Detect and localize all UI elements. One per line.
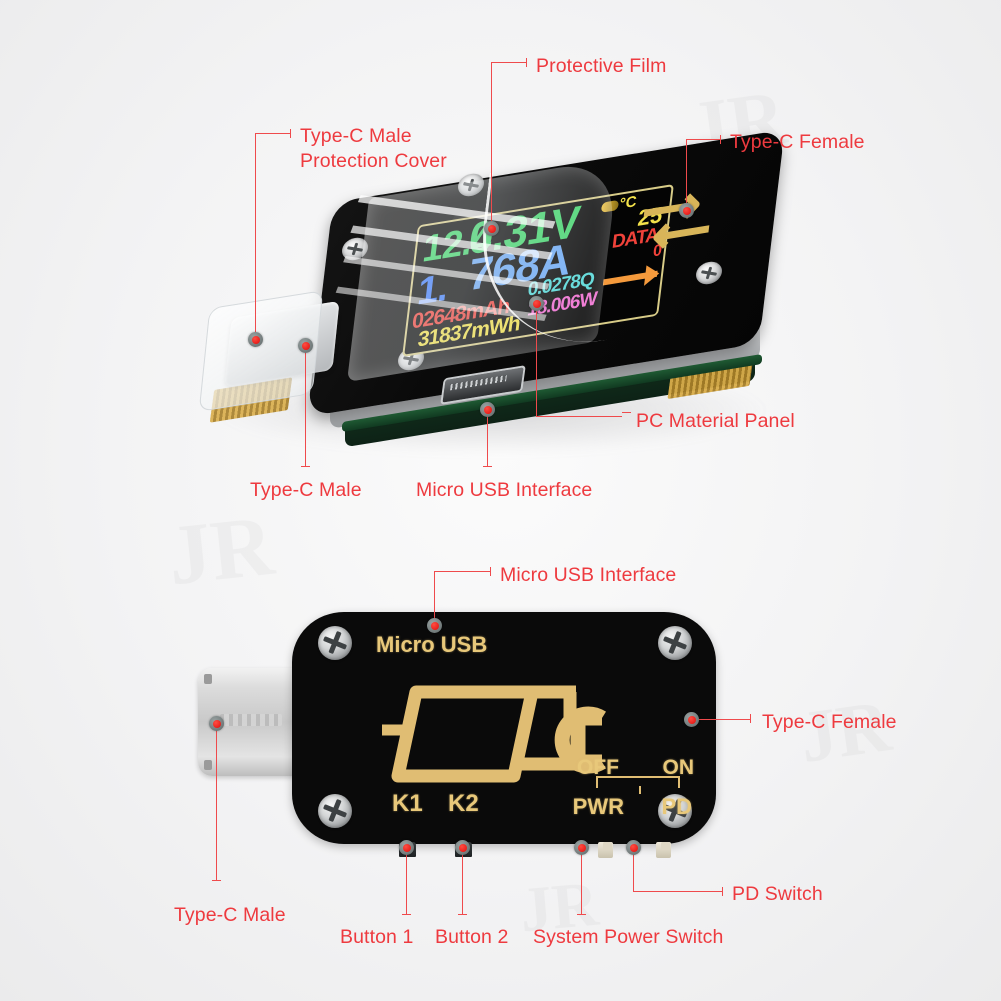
leader-tick <box>750 714 752 723</box>
system-power-switch-cap <box>603 842 612 850</box>
screw <box>318 794 352 828</box>
device-body <box>292 612 716 844</box>
silkscreen-pwr: PWR <box>572 794 624 819</box>
label-protective-film: Protective Film <box>536 55 667 77</box>
leader-tick <box>290 129 292 138</box>
leader-line <box>434 571 490 573</box>
leader-tick <box>526 58 528 67</box>
leader-line <box>255 133 257 338</box>
leader-line <box>686 139 720 141</box>
leader-line <box>491 62 493 227</box>
leader-tick <box>301 466 310 468</box>
silkscreen-off: OFF <box>577 756 619 779</box>
silkscreen-micro-usb: Micro USB <box>376 632 488 657</box>
thermometer-icon <box>600 199 620 213</box>
leader-tick <box>622 412 631 414</box>
screw <box>658 626 692 660</box>
bottom-device-assembly: Micro USB K1 K2 OFF ON <box>292 612 716 858</box>
callout-dot-micro-usb-top[interactable] <box>480 402 495 417</box>
callout-dot-type-c-male-bottom[interactable] <box>209 716 224 731</box>
leader-line <box>536 416 622 418</box>
leader-tick <box>458 914 467 916</box>
label-type-c-female-bottom: Type-C Female <box>762 711 897 733</box>
leader-line <box>255 133 290 135</box>
leader-tick <box>402 914 411 916</box>
leader-line <box>536 302 538 416</box>
leader-line <box>633 891 722 893</box>
callout-dot-system-power-switch[interactable] <box>574 840 589 855</box>
leader-tick <box>577 914 586 916</box>
leader-line <box>434 571 436 625</box>
label-button-2: Button 2 <box>435 926 509 948</box>
usb-plug-graphic-icon <box>364 680 644 788</box>
leader-tick <box>720 135 722 144</box>
label-pd-switch: PD Switch <box>732 883 823 905</box>
silkscreen-on: ON <box>662 756 695 779</box>
silkscreen-k2: K2 <box>448 790 479 817</box>
label-pc-material-panel: PC Material Panel <box>636 410 795 432</box>
leader-line <box>487 408 489 466</box>
callout-dot-type-c-female-top[interactable] <box>679 203 694 218</box>
callout-dot-protective-film[interactable] <box>484 221 499 236</box>
label-type-c-male-bottom: Type-C Male <box>174 904 286 926</box>
leader-line <box>406 852 408 914</box>
switch-bracket-divider <box>638 786 641 794</box>
leader-line <box>581 852 583 914</box>
label-type-c-male-top: Type-C Male <box>250 479 362 501</box>
leader-line <box>216 722 218 880</box>
label-micro-usb-interface-top: Micro USB Interface <box>416 479 593 501</box>
leader-line <box>633 852 635 892</box>
label-micro-usb-interface-bottom: Micro USB Interface <box>500 564 677 586</box>
leader-line <box>686 139 688 209</box>
callout-dot-protection-cover[interactable] <box>248 332 263 347</box>
screw <box>658 794 692 828</box>
leader-line <box>305 344 307 466</box>
leader-tick <box>490 567 492 576</box>
leader-line <box>462 852 464 914</box>
screw <box>318 626 352 660</box>
callout-dot-button-2[interactable] <box>455 840 470 855</box>
leader-line <box>491 62 526 64</box>
callout-dot-type-c-female-bottom[interactable] <box>684 712 699 727</box>
callout-dot-pc-material-panel[interactable] <box>529 296 544 311</box>
label-type-c-female-top: Type-C Female <box>730 131 865 153</box>
silkscreen-pd: PD <box>661 794 692 819</box>
label-type-c-male-protection-cover: Type-C Male Protection Cover <box>300 125 447 172</box>
callout-dot-button-1[interactable] <box>399 840 414 855</box>
callout-dot-type-c-male-top[interactable] <box>298 338 313 353</box>
silkscreen-k1: K1 <box>392 790 423 817</box>
switch-bracket <box>596 776 680 788</box>
leader-tick <box>212 880 221 882</box>
label-system-power-switch: System Power Switch <box>533 926 724 948</box>
watermark: JR <box>163 496 278 604</box>
callout-dot-pd-switch[interactable] <box>626 840 641 855</box>
callout-dot-micro-usb-bottom[interactable] <box>427 618 442 633</box>
label-button-1: Button 1 <box>340 926 414 948</box>
leader-tick <box>722 887 724 896</box>
leader-tick <box>483 466 492 468</box>
lcd-direction-arrow-head <box>644 263 661 286</box>
pd-switch-cap <box>661 842 670 850</box>
leader-line <box>697 719 750 721</box>
